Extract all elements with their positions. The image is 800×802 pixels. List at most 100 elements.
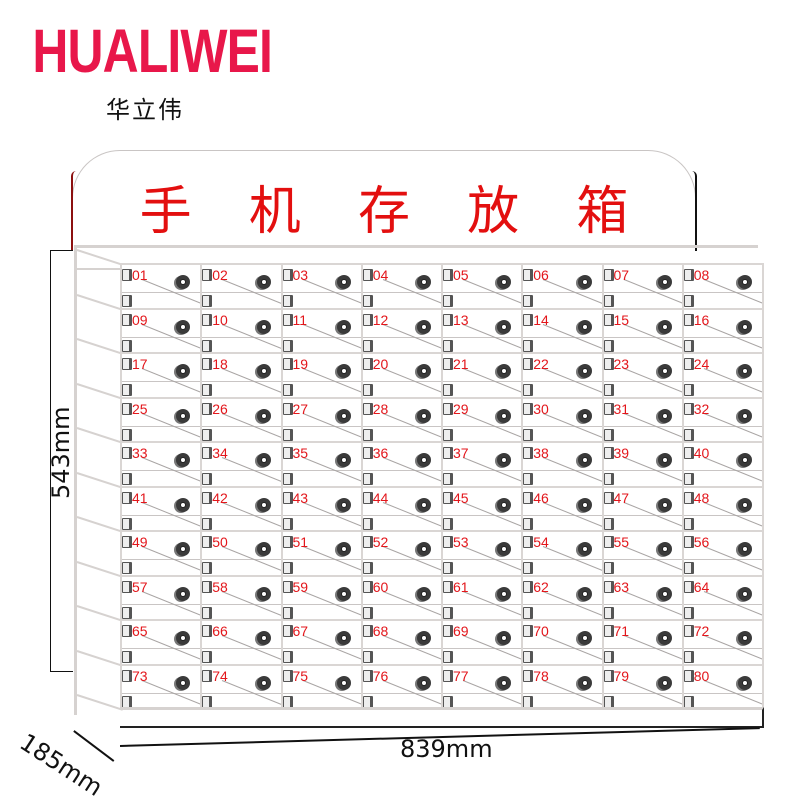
lock-icon[interactable] [176, 275, 191, 289]
lock-icon[interactable] [577, 542, 592, 556]
compartment-door[interactable]: 18 [200, 352, 283, 399]
compartment-door[interactable]: 08 [681, 263, 764, 310]
lock-icon[interactable] [657, 631, 672, 645]
lock-icon[interactable] [256, 319, 271, 334]
compartment-door[interactable]: 48 [681, 485, 764, 532]
lock-icon[interactable] [256, 497, 271, 512]
lock-icon[interactable] [497, 542, 512, 556]
compartment-door[interactable]: 59 [280, 574, 363, 621]
lock-icon[interactable] [497, 453, 512, 467]
lock-icon[interactable] [256, 631, 271, 645]
compartment-door[interactable]: 65 [120, 619, 203, 666]
lock-icon[interactable] [176, 586, 191, 601]
compartment-door[interactable]: 23 [601, 352, 684, 399]
lock-icon[interactable] [336, 586, 351, 601]
compartment-door[interactable]: 29 [441, 396, 524, 443]
lock-icon[interactable] [738, 542, 752, 556]
lock-icon[interactable] [738, 364, 752, 378]
lock-icon[interactable] [176, 319, 191, 334]
lock-icon[interactable] [336, 542, 351, 556]
compartment-door[interactable]: 27 [280, 396, 363, 443]
compartment-door[interactable]: 80 [681, 663, 764, 710]
compartment-door[interactable]: 40 [681, 441, 764, 488]
compartment-door[interactable]: 21 [441, 352, 524, 399]
compartment-door[interactable]: 70 [521, 619, 604, 666]
lock-icon[interactable] [417, 497, 431, 512]
compartment-door[interactable]: 52 [360, 530, 443, 577]
lock-icon[interactable] [657, 275, 672, 289]
lock-icon[interactable] [657, 497, 672, 512]
lock-icon[interactable] [417, 275, 431, 289]
lock-icon[interactable] [577, 408, 592, 423]
compartment-door[interactable]: 67 [280, 619, 363, 666]
compartment-door[interactable]: 14 [521, 307, 604, 354]
compartment-door[interactable]: 42 [200, 485, 283, 532]
compartment-door[interactable]: 22 [521, 352, 604, 399]
compartment-door[interactable]: 34 [200, 441, 283, 488]
lock-icon[interactable] [497, 408, 512, 423]
lock-icon[interactable] [738, 586, 752, 601]
compartment-door[interactable]: 57 [120, 574, 203, 621]
compartment-door[interactable]: 28 [360, 396, 443, 443]
compartment-door[interactable]: 15 [601, 307, 684, 354]
lock-icon[interactable] [577, 631, 592, 645]
lock-icon[interactable] [577, 275, 592, 289]
compartment-door[interactable]: 46 [521, 485, 604, 532]
lock-icon[interactable] [497, 675, 512, 690]
lock-icon[interactable] [497, 586, 512, 601]
compartment-door[interactable]: 61 [441, 574, 524, 621]
lock-icon[interactable] [657, 453, 672, 467]
compartment-door[interactable]: 74 [200, 663, 283, 710]
lock-icon[interactable] [176, 542, 191, 556]
compartment-door[interactable]: 12 [360, 307, 443, 354]
lock-icon[interactable] [417, 364, 431, 378]
compartment-door[interactable]: 36 [360, 441, 443, 488]
compartment-door[interactable]: 05 [441, 263, 524, 310]
lock-icon[interactable] [176, 631, 191, 645]
lock-icon[interactable] [256, 586, 271, 601]
compartment-door[interactable]: 02 [200, 263, 283, 310]
lock-icon[interactable] [577, 586, 592, 601]
lock-icon[interactable] [336, 497, 351, 512]
lock-icon[interactable] [417, 586, 431, 601]
compartment-door[interactable]: 58 [200, 574, 283, 621]
compartment-door[interactable]: 16 [681, 307, 764, 354]
lock-icon[interactable] [497, 631, 512, 645]
lock-icon[interactable] [176, 497, 191, 512]
compartment-door[interactable]: 26 [200, 396, 283, 443]
compartment-door[interactable]: 45 [441, 485, 524, 532]
compartment-door[interactable]: 51 [280, 530, 363, 577]
compartment-door[interactable]: 10 [200, 307, 283, 354]
lock-icon[interactable] [256, 275, 271, 289]
lock-icon[interactable] [577, 364, 592, 378]
compartment-door[interactable]: 33 [120, 441, 203, 488]
compartment-door[interactable]: 49 [120, 530, 203, 577]
lock-icon[interactable] [176, 675, 191, 690]
compartment-door[interactable]: 03 [280, 263, 363, 310]
lock-icon[interactable] [336, 631, 351, 645]
lock-icon[interactable] [256, 542, 271, 556]
lock-icon[interactable] [256, 453, 271, 467]
lock-icon[interactable] [336, 275, 351, 289]
compartment-door[interactable]: 31 [601, 396, 684, 443]
lock-icon[interactable] [738, 275, 752, 289]
compartment-door[interactable]: 19 [280, 352, 363, 399]
compartment-door[interactable]: 68 [360, 619, 443, 666]
lock-icon[interactable] [336, 675, 351, 690]
lock-icon[interactable] [176, 364, 191, 378]
compartment-door[interactable]: 50 [200, 530, 283, 577]
lock-icon[interactable] [336, 319, 351, 334]
lock-icon[interactable] [738, 319, 752, 334]
lock-icon[interactable] [738, 453, 752, 467]
lock-icon[interactable] [738, 631, 752, 645]
compartment-door[interactable]: 41 [120, 485, 203, 532]
compartment-door[interactable]: 66 [200, 619, 283, 666]
lock-icon[interactable] [497, 319, 512, 334]
lock-icon[interactable] [417, 675, 431, 690]
lock-icon[interactable] [657, 675, 672, 690]
lock-icon[interactable] [738, 408, 752, 423]
compartment-door[interactable]: 64 [681, 574, 764, 621]
lock-icon[interactable] [336, 408, 351, 423]
lock-icon[interactable] [657, 319, 672, 334]
compartment-door[interactable]: 04 [360, 263, 443, 310]
